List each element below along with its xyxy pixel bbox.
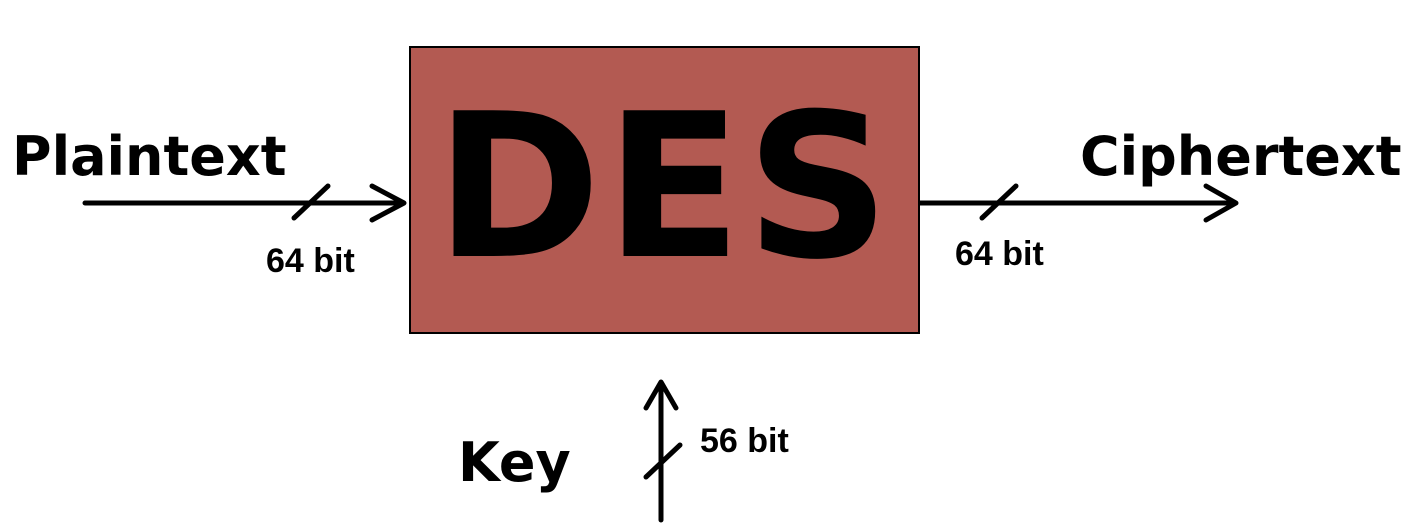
- plaintext-width-label: 64 bit: [266, 242, 355, 280]
- ciphertext-bus-slash: [979, 183, 1019, 221]
- plaintext-bus-slash: [291, 183, 331, 221]
- key-label: Key: [458, 431, 571, 494]
- key-arrow: [643, 379, 679, 523]
- plaintext-arrow: [82, 183, 407, 223]
- key-bus-slash: [643, 442, 683, 480]
- key-width-label: 56 bit: [700, 422, 789, 460]
- ciphertext-width-label: 64 bit: [955, 235, 1044, 273]
- ciphertext-arrow: [914, 183, 1239, 223]
- ciphertext-label: Ciphertext: [1080, 125, 1402, 188]
- des-block-label: DES: [435, 71, 894, 304]
- plaintext-label: Plaintext: [12, 125, 287, 188]
- des-block: DES: [409, 46, 920, 334]
